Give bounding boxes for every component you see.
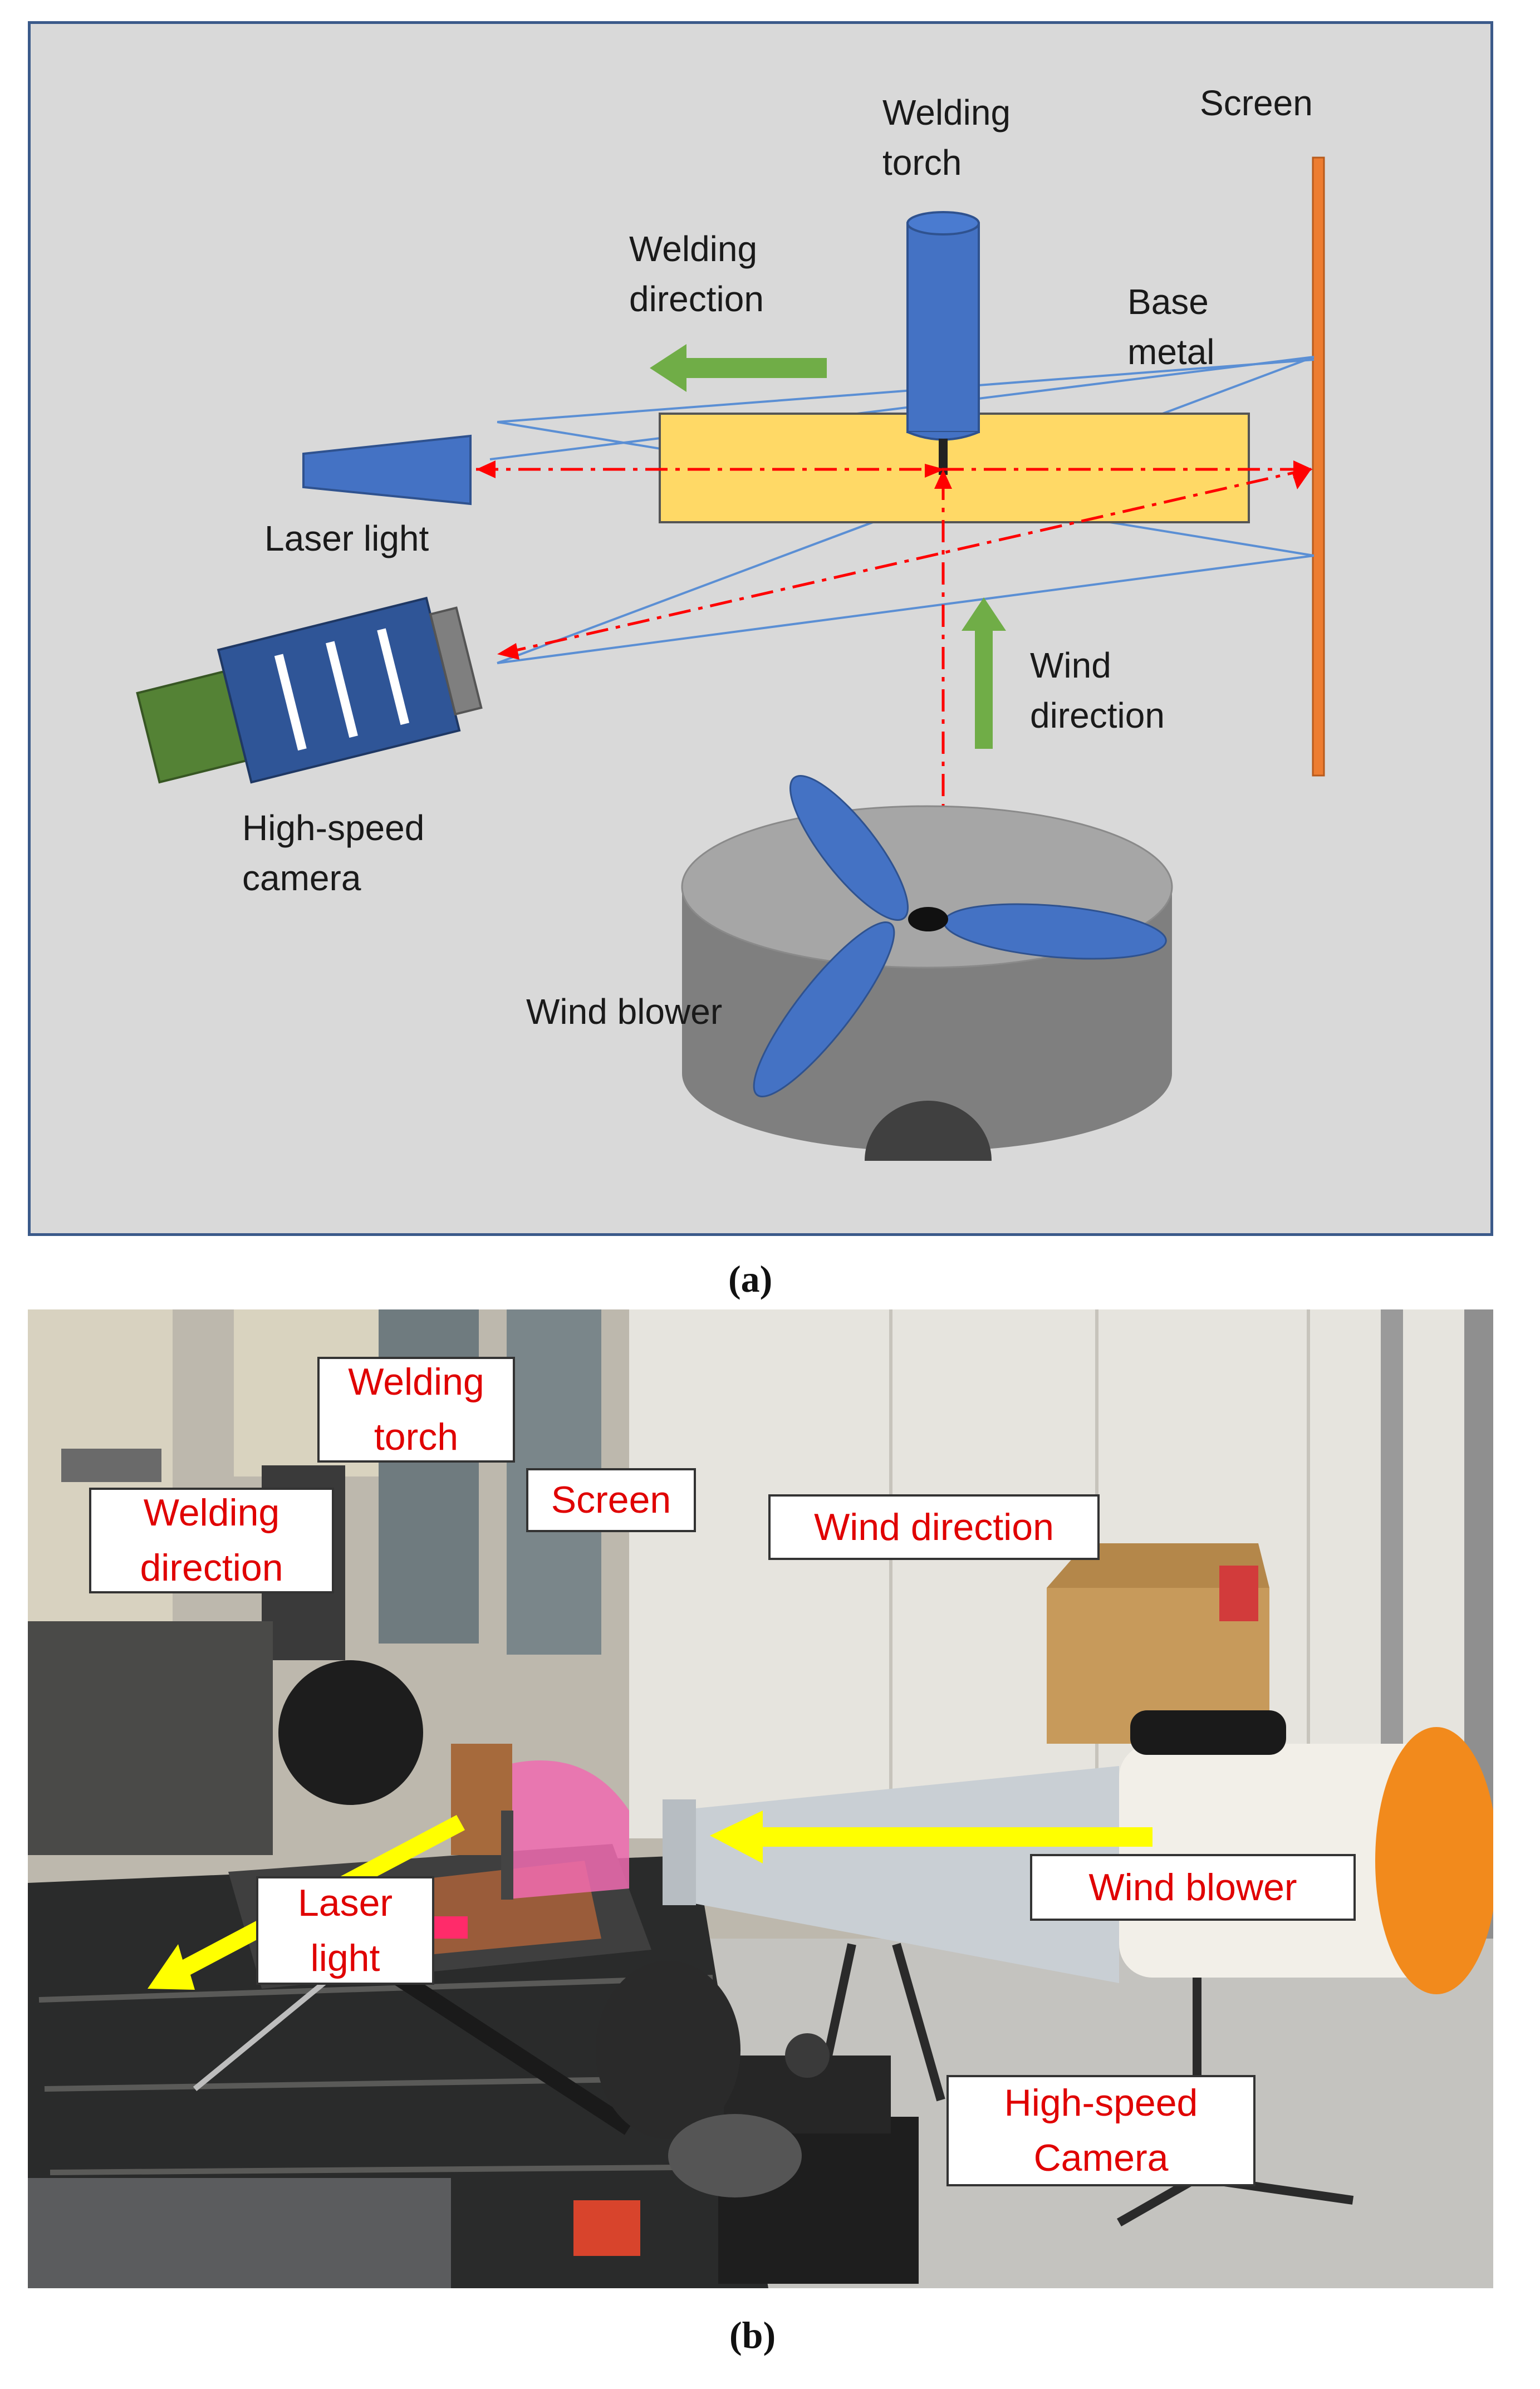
- photo-camera: [573, 1961, 919, 2284]
- callout-welding-torch: Welding torch: [317, 1357, 515, 1463]
- welding-torch-icon: [906, 211, 980, 475]
- laser-light-label: Laser light: [264, 518, 429, 558]
- photo-panel: Welding torch Screen Welding direction W…: [28, 1309, 1493, 2288]
- laser-light-icon: [302, 434, 472, 506]
- screen-label: Screen: [1200, 83, 1313, 123]
- callout-screen: Screen: [526, 1468, 696, 1532]
- screen-bar: [1312, 156, 1325, 777]
- callout-welding-direction: Welding direction: [89, 1488, 334, 1593]
- wind-blower-icon: [681, 775, 1173, 1161]
- welding-direction-arrow: [650, 344, 827, 392]
- schematic-panel: Welding torch Screen Welding direction B…: [28, 21, 1493, 1236]
- welding-direction-label: Welding direction: [629, 229, 764, 319]
- high-speed-camera-icon: [136, 596, 483, 784]
- wind-direction-label: Wind direction: [1030, 645, 1165, 735]
- base-metal-label: Base metal: [1127, 282, 1215, 372]
- callout-laser-light: Laser light: [256, 1876, 434, 1985]
- lab-setup-photo: [28, 1309, 1493, 2288]
- wind-blower-label: Wind blower: [526, 992, 723, 1032]
- camera-view-lines: [489, 356, 1315, 664]
- high-speed-camera-label: High-speed camera: [242, 808, 425, 898]
- callout-wind-direction: Wind direction: [768, 1494, 1100, 1560]
- wind-direction-arrow: [962, 597, 1006, 749]
- photo-wind-direction-arrow: [710, 1811, 1152, 1863]
- callout-wind-blower: Wind blower: [1030, 1854, 1356, 1921]
- welding-torch-label: Welding torch: [882, 92, 1011, 183]
- caption-a: (a): [728, 1258, 773, 1300]
- callout-high-speed-camera: High-speed Camera: [946, 2075, 1255, 2186]
- caption-b: (b): [729, 2314, 776, 2356]
- schematic-drawing: [136, 156, 1325, 1161]
